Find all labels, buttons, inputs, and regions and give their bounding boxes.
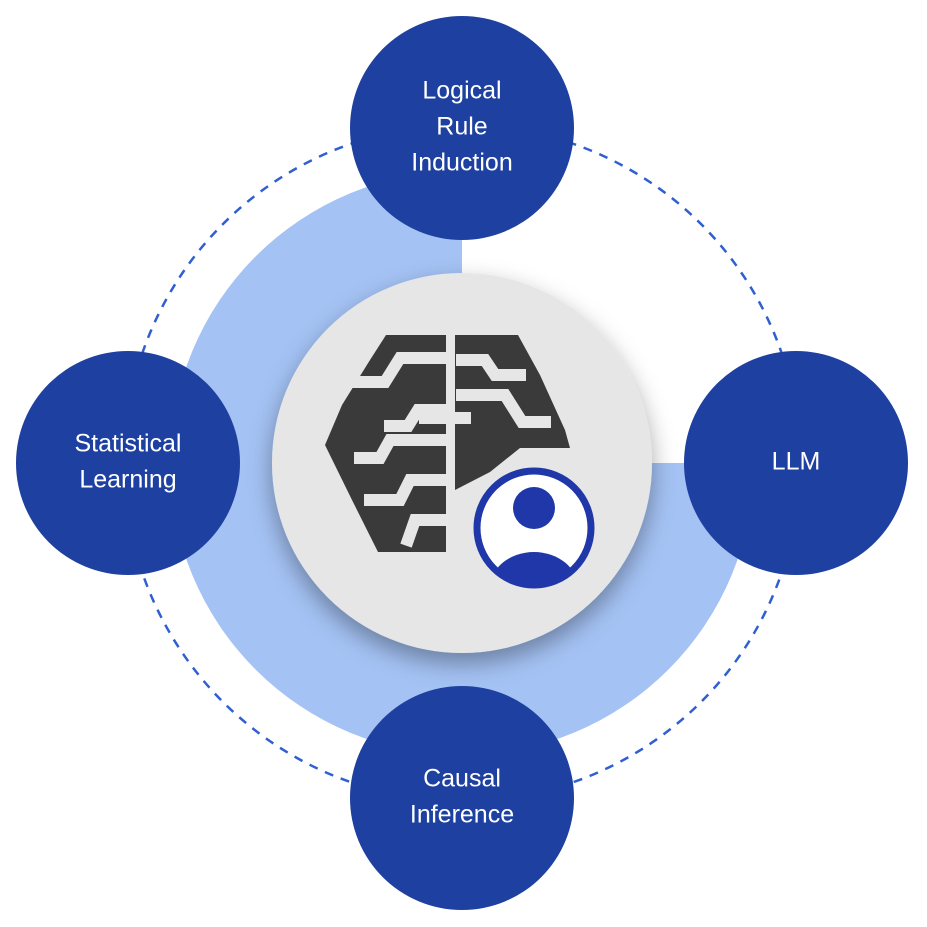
user-icon	[472, 466, 596, 590]
node-logical-rule-induction: Logical Rule Induction	[350, 16, 574, 240]
node-causal-inference: Causal Inference	[350, 686, 574, 910]
node-label-line: LLM	[772, 448, 821, 476]
node-llm: LLM	[684, 351, 908, 575]
node-label-line: Inference	[410, 801, 514, 829]
node-label-line: Learning	[79, 466, 176, 494]
brain-with-user-icon	[325, 335, 596, 590]
brain-icon	[325, 335, 570, 552]
node-label-line: Logical	[422, 77, 501, 105]
node-statistical-learning: Statistical Learning	[16, 351, 240, 575]
node-label-line: Induction	[411, 149, 512, 177]
node-label-line: Rule	[436, 113, 487, 141]
node-label-line: Statistical	[75, 430, 182, 458]
node-label-line: Causal	[423, 765, 501, 793]
